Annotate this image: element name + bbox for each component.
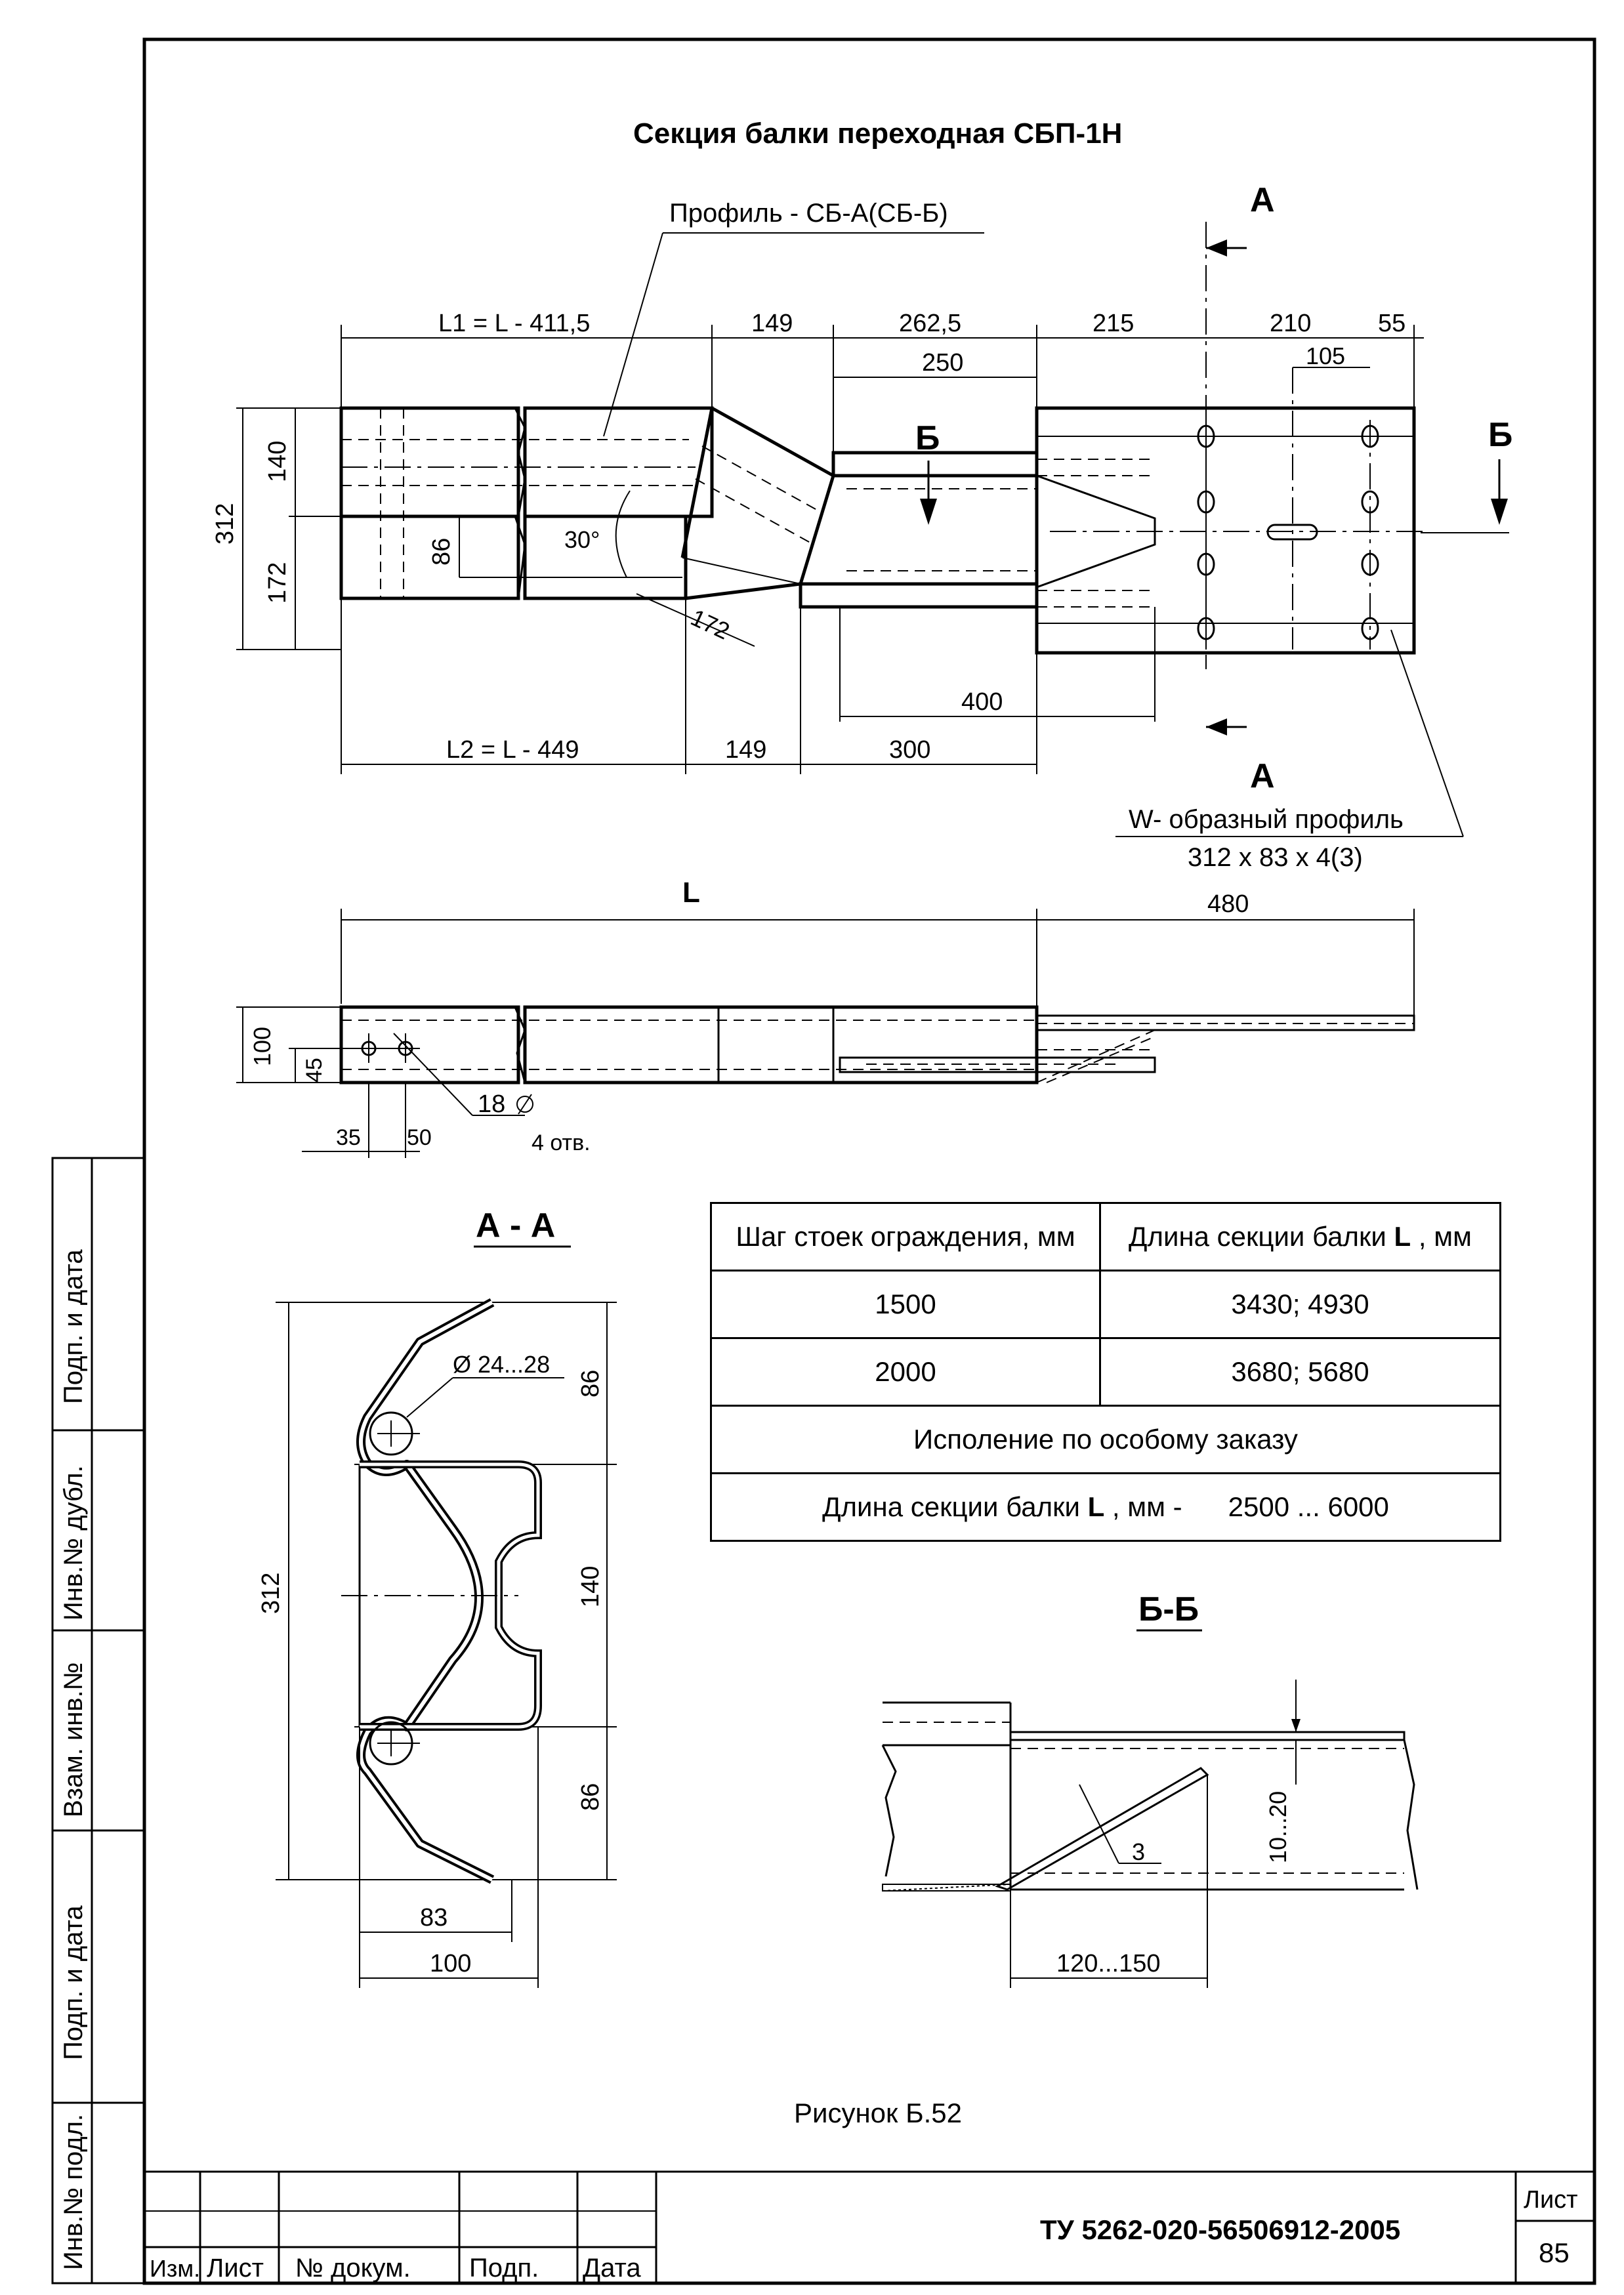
document-code: ТУ 5262-020-56506912-2005 [1040, 2214, 1400, 2245]
section-aa: А - А 312 86 140 86 Ø 24...28 [257, 1207, 617, 1988]
section-bb: Б-Б 10...20 3 120...150 [881, 1590, 1419, 1988]
dim-45-side: 45 [302, 1058, 327, 1083]
col-podp: Подп. [469, 2254, 539, 2283]
drawing-title: Секция балки переходная СБП-1Н [633, 117, 1122, 150]
section-mark-b-right: Б [1488, 416, 1512, 454]
dim-100-side: 100 [249, 1027, 276, 1066]
stamp-inv-dubl: Инв.№ дубл. [59, 1465, 88, 1621]
dim-149-bottom: 149 [725, 736, 766, 764]
sheet-label: Лист [1524, 2186, 1578, 2214]
cell-step: 2000 [710, 1337, 1101, 1407]
holes-count: 4 отв. [531, 1130, 591, 1155]
header-post-step: Шаг стоек ограждения, мм [710, 1202, 1101, 1272]
cell-length: 3680; 5680 [1099, 1337, 1501, 1407]
range-row: Длина секции балки L , мм - 2500 ... 600… [710, 1472, 1501, 1542]
dim-L: L [682, 877, 700, 909]
dim-105: 105 [1306, 342, 1345, 369]
table-header-row: Шаг стоек ограждения, мм Длина секции ба… [710, 1202, 1501, 1272]
plan-view: А А Б Б L1 = L - 411,5 149 262,5 215 210… [211, 181, 1512, 872]
stamp-podp-data-1: Подп. и дата [59, 1905, 88, 2060]
dim-83: 83 [420, 1904, 448, 1932]
table-row: 1500 3430; 4930 [710, 1270, 1501, 1339]
dim-10-20: 10...20 [1264, 1791, 1291, 1863]
hole-dia: 18 [478, 1090, 505, 1118]
dim-400: 400 [961, 688, 1003, 716]
dim-262-5: 262,5 [899, 310, 961, 337]
dim-3: 3 [1132, 1838, 1145, 1865]
dim-86-plan: 86 [428, 538, 455, 566]
table-row: Длина секции балки L , мм - 2500 ... 600… [710, 1472, 1501, 1542]
stamp-podp-data-2: Подп. и дата [59, 1249, 88, 1404]
dim-250: 250 [922, 349, 963, 377]
dim-312-plan: 312 [211, 503, 239, 545]
dim-140-aa: 140 [577, 1566, 604, 1607]
dia-aa: Ø 24...28 [453, 1351, 550, 1378]
header-section-length: Длина секции балки L , мм [1099, 1202, 1501, 1272]
dim-55: 55 [1378, 310, 1405, 337]
angle-30: 30° [564, 526, 600, 553]
dim-172-plan: 172 [264, 562, 291, 604]
profile-label: Профиль - СБ-А(СБ-Б) [669, 199, 948, 228]
dim-300: 300 [889, 736, 930, 764]
sheet-number: 85 [1539, 2237, 1570, 2268]
figure-caption: Рисунок Б.52 [794, 2098, 962, 2128]
w-profile-label: W- образный профиль [1129, 805, 1404, 834]
dim-140-plan: 140 [264, 441, 291, 482]
dim-215: 215 [1093, 310, 1134, 337]
dim-149-top: 149 [751, 310, 793, 337]
section-mark-a-bottom: А [1250, 757, 1275, 795]
cell-step: 1500 [710, 1270, 1101, 1339]
col-ndokum: № докум. [295, 2254, 411, 2283]
side-view: L 480 100 45 18 4 отв. [236, 877, 1415, 1158]
col-list: Лист [207, 2254, 264, 2283]
dim-100-aa: 100 [430, 1950, 471, 1977]
dim-172-diag: 172 [687, 604, 734, 645]
sheet-frame [142, 37, 1596, 2285]
stamp-vzam-inv: Взам. инв.№ [59, 1662, 88, 1817]
dim-l1: L1 = L - 411,5 [438, 310, 590, 337]
dim-120-150: 120...150 [1056, 1950, 1160, 1977]
col-data: Дата [583, 2254, 641, 2283]
dim-86-aa-top: 86 [577, 1370, 604, 1397]
dim-480: 480 [1207, 890, 1249, 918]
table-row: Исполение по особому заказу [710, 1405, 1501, 1474]
stamp-inv-podl: Инв.№ подл. [59, 2114, 88, 2270]
table-row: 2000 3680; 5680 [710, 1337, 1501, 1407]
dim-86-aa-bottom: 86 [577, 1783, 604, 1811]
section-mark-a-top: А [1250, 181, 1275, 219]
side-stamp: Инв.№ подл. Подп. и дата Взам. инв.№ Инв… [51, 1157, 146, 2285]
dim-35: 35 [336, 1125, 361, 1150]
dim-210: 210 [1270, 310, 1311, 337]
spec-table: Шаг стоек ограждения, мм Длина секции ба… [710, 1202, 1501, 1542]
title-block: Изм. Лист № докум. Подп. Дата ТУ 5262-02… [144, 2170, 1594, 2283]
special-order: Исполение по особому заказу [710, 1405, 1501, 1474]
dim-50: 50 [407, 1125, 432, 1150]
section-mark-b-left: Б [915, 419, 940, 457]
section-bb-label: Б-Б [1138, 1590, 1199, 1628]
cell-length: 3430; 4930 [1099, 1270, 1501, 1339]
col-izm: Изм. [150, 2255, 200, 2282]
dim-312-aa: 312 [257, 1573, 285, 1614]
w-profile-size: 312 x 83 x 4(3) [1188, 843, 1363, 872]
plan-holes [1197, 367, 1379, 650]
section-aa-label: А - А [476, 1207, 555, 1245]
dim-l2: L2 = L - 449 [446, 736, 579, 764]
